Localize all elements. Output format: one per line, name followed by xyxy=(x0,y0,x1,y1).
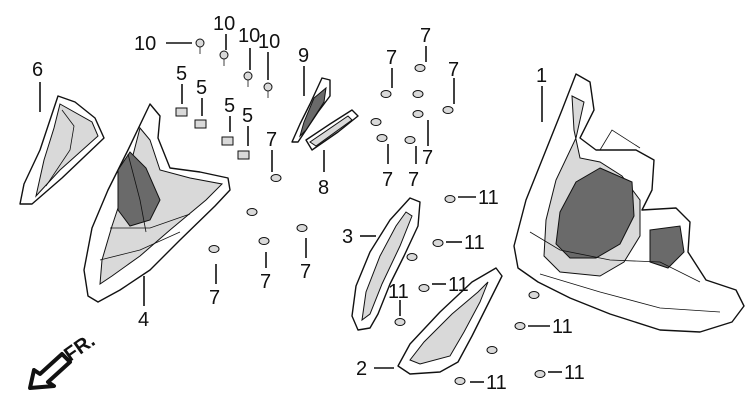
label-part-7f: 7 xyxy=(382,169,393,191)
leader-lines xyxy=(39,34,562,383)
label-part-4: 4 xyxy=(138,309,149,331)
label-part-11f: 11 xyxy=(564,362,585,384)
part-4-front-cover xyxy=(83,103,231,303)
label-part-3: 3 xyxy=(342,226,353,248)
label-part-7a: 7 xyxy=(266,129,277,151)
label-part-5d: 5 xyxy=(242,105,253,127)
screw-10a xyxy=(195,38,205,54)
part-1-main-body xyxy=(513,73,745,333)
label-part-10b: 10 xyxy=(213,13,235,35)
screw-11 xyxy=(394,195,546,385)
label-part-2: 2 xyxy=(356,358,367,380)
label-part-7j: 7 xyxy=(300,261,311,283)
label-part-7e: 7 xyxy=(422,147,433,169)
label-part-5b: 5 xyxy=(196,77,207,99)
label-part-7h: 7 xyxy=(209,287,220,309)
clip-5d xyxy=(237,150,250,160)
part-labels: 6 10 10 10 10 5 5 5 5 7 9 8 7 7 7 7 7 7 … xyxy=(32,13,585,394)
label-part-11a: 11 xyxy=(478,187,499,209)
label-part-11d: 11 xyxy=(388,281,409,303)
part-6-side-cover xyxy=(19,95,105,205)
label-part-8: 8 xyxy=(318,177,329,199)
part-8-lower-bracket xyxy=(305,109,359,151)
part-2-lower-panel xyxy=(397,267,503,375)
front-arrow-icon xyxy=(28,352,72,390)
screw-10b xyxy=(219,50,229,66)
label-part-11e: 11 xyxy=(552,316,573,338)
label-part-11b: 11 xyxy=(464,232,485,254)
label-part-7c: 7 xyxy=(420,25,431,47)
fastener-group xyxy=(175,38,546,385)
label-part-6: 6 xyxy=(32,59,43,81)
label-part-7b: 7 xyxy=(386,47,397,69)
screw-7-left xyxy=(208,174,308,253)
label-part-5c: 5 xyxy=(224,95,235,117)
label-part-10a: 10 xyxy=(134,33,156,55)
part-3-inner-cover xyxy=(351,197,421,331)
screw-10c xyxy=(243,71,253,87)
screw-10d xyxy=(263,82,273,98)
label-part-7g: 7 xyxy=(408,169,419,191)
label-part-9: 9 xyxy=(298,45,309,67)
label-part-7d: 7 xyxy=(448,59,459,81)
label-part-7i: 7 xyxy=(260,271,271,293)
clip-5a xyxy=(175,107,188,117)
label-part-11g: 11 xyxy=(486,372,507,394)
label-part-10c: 10 xyxy=(238,25,260,47)
label-part-11c: 11 xyxy=(448,274,469,296)
clip-5c xyxy=(221,136,234,146)
part-9-upper-bracket xyxy=(291,77,331,143)
front-direction-indicator: FR. xyxy=(28,330,99,390)
clip-5b xyxy=(194,119,207,129)
screw-7-right xyxy=(370,64,454,144)
label-part-5a: 5 xyxy=(176,63,187,85)
label-part-10d: 10 xyxy=(258,31,280,53)
label-part-1: 1 xyxy=(536,65,547,87)
